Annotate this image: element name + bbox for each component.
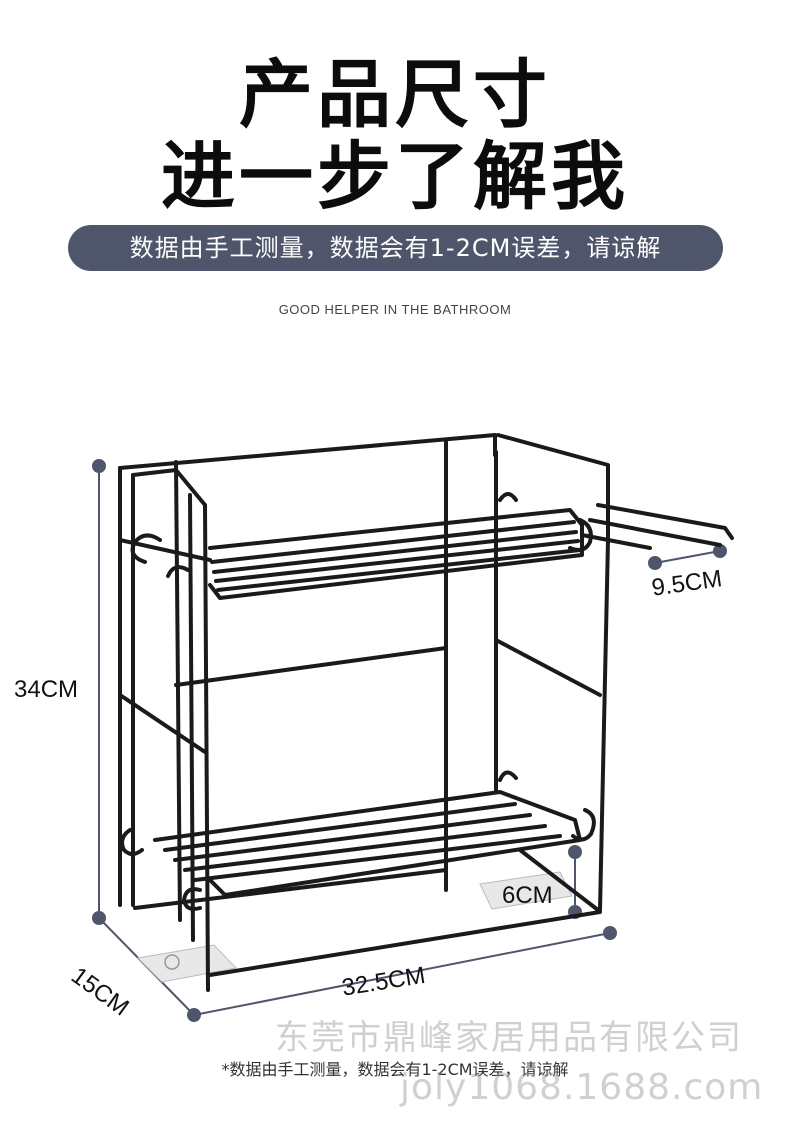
hook-dot-left bbox=[648, 556, 662, 570]
width-dot bbox=[603, 926, 617, 940]
adhesive-pads bbox=[136, 871, 573, 983]
watermark-url: joly1068.1688.com bbox=[400, 1067, 764, 1108]
adhesive-pad-right bbox=[479, 871, 573, 910]
hook-dimension-line bbox=[654, 550, 721, 564]
title-line-1: 产品尺寸 bbox=[239, 52, 551, 138]
foot-dot-top bbox=[568, 845, 582, 859]
subtitle: GOOD HELPER IN THE BATHROOM bbox=[278, 302, 512, 317]
measurement-banner: 数据由手工测量，数据会有1-2CM误差，请谅解 bbox=[68, 225, 723, 271]
watermark-company: 东莞市鼎峰家居用品有限公司 bbox=[275, 1018, 743, 1058]
width-dimension-line bbox=[193, 932, 611, 1016]
adhesive-pad-left bbox=[136, 944, 237, 983]
footnote: *数据由手工测量，数据会有1-2CM误差，请谅解 bbox=[221, 1060, 569, 1079]
screw-icon bbox=[164, 954, 180, 970]
dimension-lines bbox=[92, 459, 727, 1022]
height-dot-top bbox=[92, 459, 106, 473]
rack-frame bbox=[118, 433, 734, 992]
height-label: 34CM bbox=[14, 676, 79, 703]
title-line-2: 进一步了解我 bbox=[161, 134, 629, 220]
foot-height-label: 6CM bbox=[502, 882, 553, 909]
